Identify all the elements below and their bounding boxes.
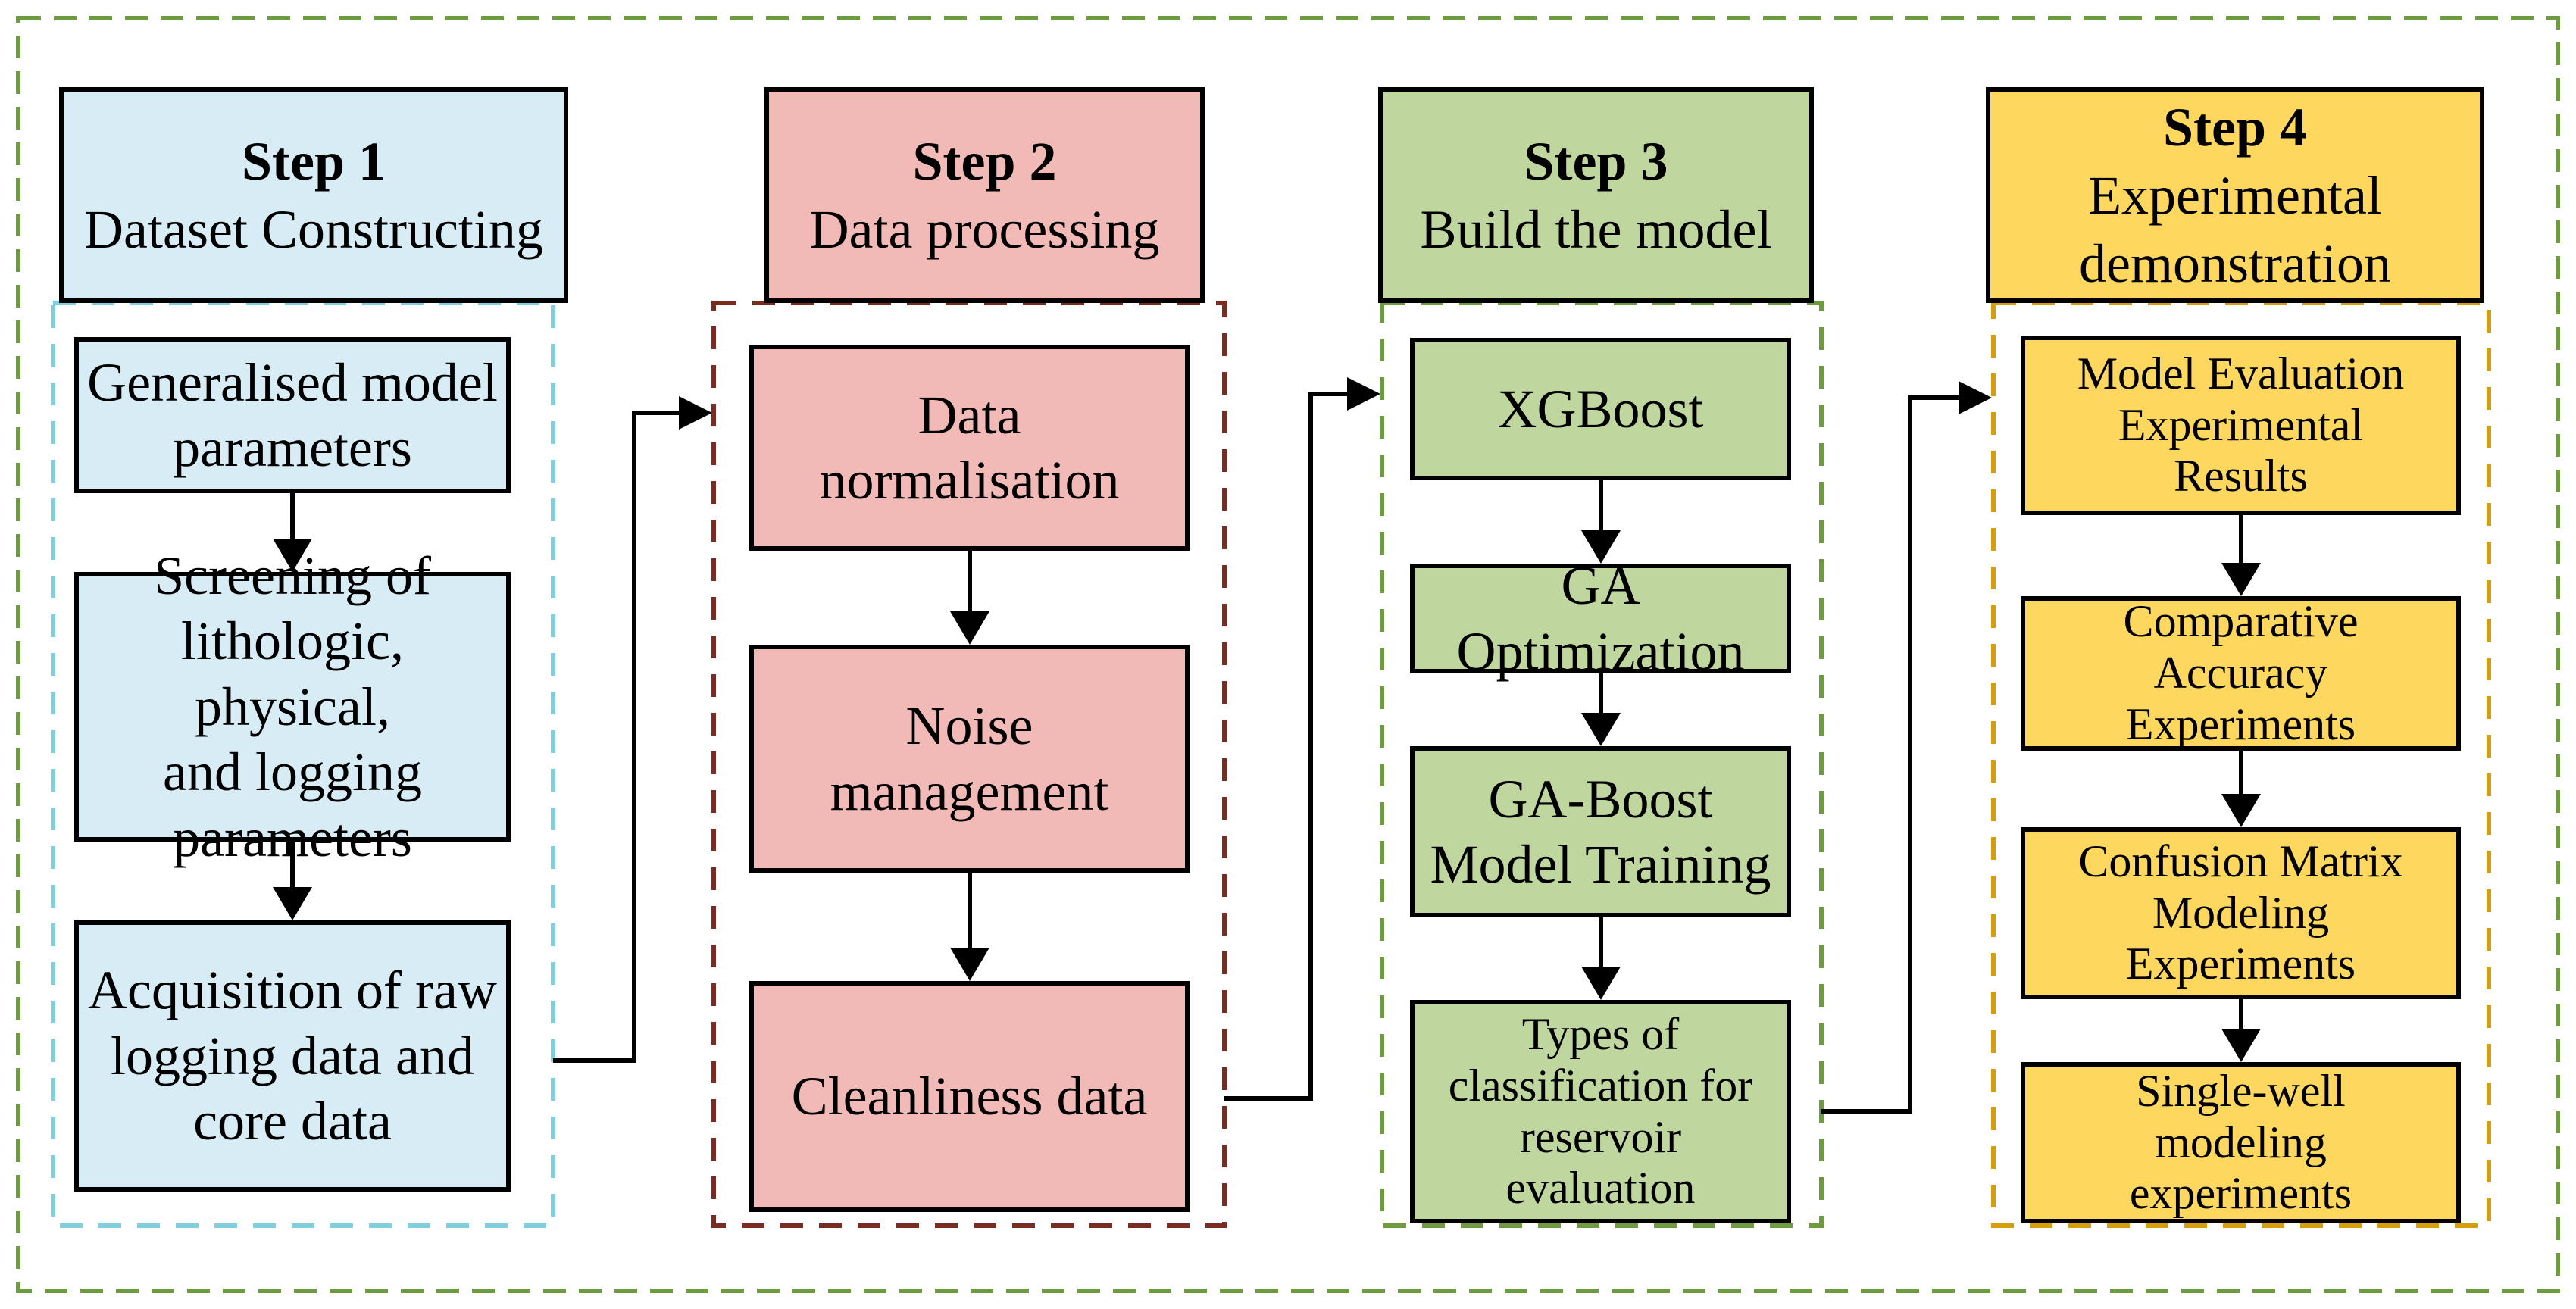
arrow-step4-box2-to-box3: [2221, 751, 2261, 827]
box-comparative-accuracy-experiments: Comparative Accuracy Experiments: [2021, 596, 2461, 751]
step4-dashed-container: [1991, 301, 2491, 1228]
arrow-step3-box2-to-box3: [1581, 673, 1621, 746]
box-ga-optimization: GA Optimization: [1410, 555, 1791, 682]
box-single-well-modeling-experiments: Single-well modeling experiments: [2021, 1062, 2461, 1223]
arrow-step1-box1-to-box2: [273, 493, 312, 572]
step1-label: Step 1: [241, 130, 386, 192]
step2-label: Step 2: [912, 130, 1057, 192]
arrow-step4-box3-to-box4: [2221, 999, 2261, 1062]
connector-step2-to-step3: [1224, 377, 1380, 1101]
connector-step3-to-step4: [1821, 381, 1992, 1114]
arrow-step3-box3-to-box4: [1581, 917, 1621, 1000]
arrow-step2-box2-to-box3: [950, 873, 989, 981]
box-confusion-matrix-experiments: Confusion Matrix Modeling Experiments: [2021, 827, 2461, 999]
step4-title: Experimental demonstration: [2079, 164, 2391, 294]
box-xgboost: XGBoost: [1410, 338, 1791, 480]
step3-dashed-container: [1380, 301, 1824, 1228]
box-ga-boost-model-training: GA-Boost Model Training: [1410, 746, 1791, 917]
step3-label: Step 3: [1524, 130, 1668, 192]
step1-dashed-container: [51, 301, 555, 1228]
step4-label: Step 4: [2162, 96, 2308, 158]
box-acquisition-of-raw-data: Acquisition of raw logging data and core…: [74, 920, 511, 1192]
arrow-step4-box1-to-box2: [2221, 515, 2261, 596]
step4-header: Step 4 Experimental demonstration: [1986, 87, 2484, 303]
box-types-of-classification: Types of classification for reservoir ev…: [1410, 1000, 1791, 1223]
step3-header: Step 3 Build the model: [1378, 87, 1814, 303]
step1-header: Step 1 Dataset Constructing: [59, 87, 568, 303]
box-generalised-model-parameters: Generalised model parameters: [74, 337, 511, 493]
step2-dashed-container: [711, 301, 1227, 1228]
box-cleanliness-data: Cleanliness data: [749, 981, 1190, 1212]
step2-title: Data processing: [809, 198, 1160, 260]
box-noise-management: Noise management: [749, 645, 1190, 873]
arrow-step2-box1-to-box2: [950, 551, 989, 645]
step1-title: Dataset Constructing: [84, 198, 543, 260]
box-screening-of-parameters: Screening of lithologic, physical, and l…: [74, 545, 511, 868]
outer-dashed-border: [16, 16, 2560, 1293]
arrow-step3-box1-to-box2: [1581, 480, 1621, 564]
box-model-evaluation-results: Model Evaluation Experimental Results: [2021, 336, 2461, 515]
connector-step1-to-step2: [553, 396, 712, 1063]
arrow-step1-box2-to-box3: [273, 842, 312, 920]
step2-header: Step 2 Data processing: [764, 87, 1205, 303]
box-data-normalisation: Data normalisation: [749, 345, 1190, 551]
step3-title: Build the model: [1420, 198, 1772, 260]
